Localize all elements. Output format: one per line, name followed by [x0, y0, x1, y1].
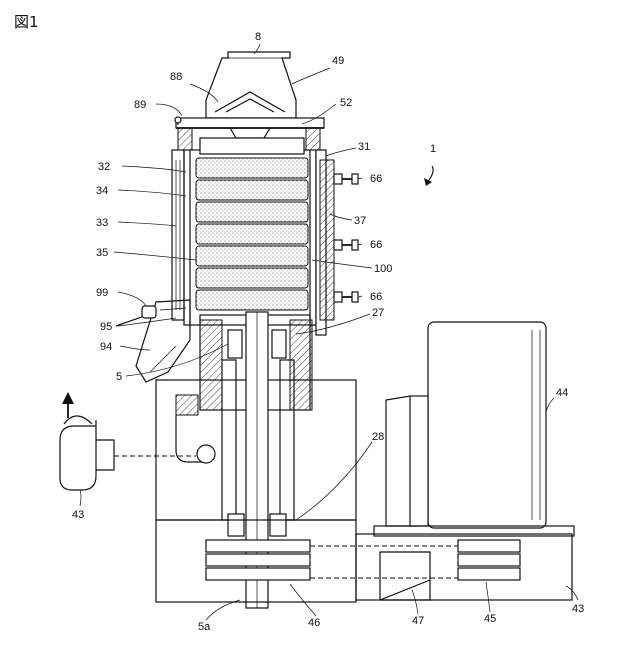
label-44: 44: [556, 387, 568, 399]
label-46: 46: [308, 617, 320, 629]
label-27: 27: [372, 307, 384, 319]
hopper: [206, 52, 296, 118]
label-47: 47: [412, 615, 424, 627]
motor: [374, 322, 574, 536]
label-28: 28: [372, 431, 384, 443]
label-37: 37: [354, 215, 366, 227]
label-8: 8: [255, 31, 261, 43]
label-66-top: 66: [370, 173, 382, 185]
label-49: 49: [332, 55, 344, 67]
outlet-chute: [116, 300, 190, 382]
pulley-46: [206, 540, 310, 580]
label-89: 89: [134, 99, 146, 111]
label-66-middle: 66: [370, 239, 382, 251]
label-88: 88: [170, 71, 182, 83]
label-100: 100: [374, 263, 392, 275]
label-34: 34: [96, 185, 108, 197]
label-35: 35: [96, 247, 108, 259]
direction-arrow-1: [424, 166, 433, 186]
label-99: 99: [96, 287, 108, 299]
figure-title: 図1: [14, 13, 39, 31]
label-32: 32: [98, 161, 110, 173]
label-95: 95: [100, 321, 112, 333]
label-5: 5: [116, 371, 122, 383]
label-5a: 5a: [198, 621, 211, 633]
label-33: 33: [96, 217, 108, 229]
label-1: 1: [430, 143, 436, 155]
label-52: 52: [340, 97, 352, 109]
label-94: 94: [100, 341, 112, 353]
grinding-stones: [196, 138, 308, 310]
label-66-bottom: 66: [370, 291, 382, 303]
airflow-arrow: [62, 392, 74, 418]
label-43-blower: 43: [72, 509, 84, 521]
pulley-45: [458, 540, 520, 580]
adjusters: [334, 174, 358, 302]
label-31: 31: [358, 141, 370, 153]
label-45: 45: [484, 613, 496, 625]
label-43-base: 43: [572, 603, 584, 615]
